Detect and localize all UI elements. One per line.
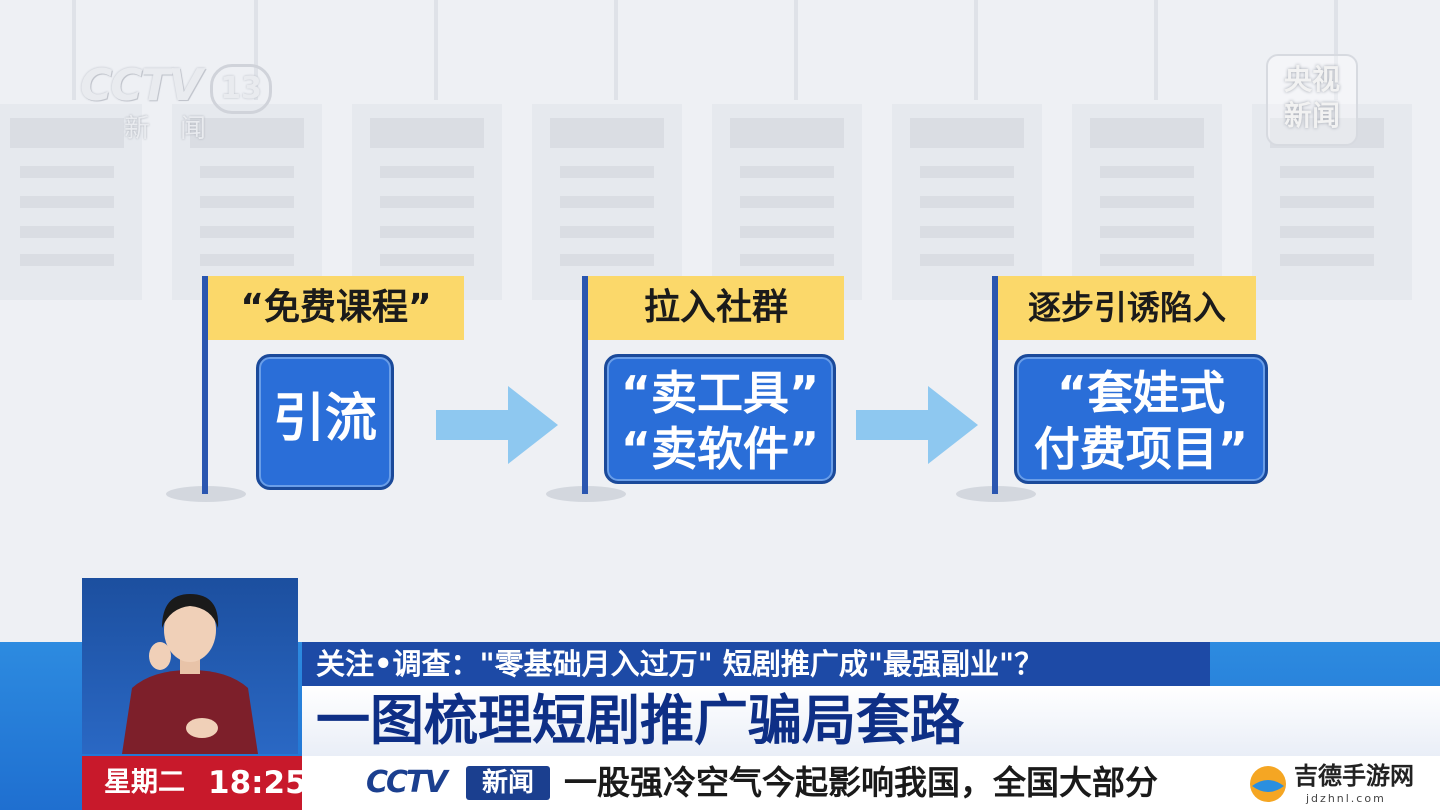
watermark-name: 吉德手游网 [1294,762,1414,790]
flag-pole [992,276,998,494]
step-3-box-line: “套娃式 [1056,366,1226,420]
background-document [1252,104,1412,300]
step-1-box: 引流 [256,354,394,490]
right-arrow-icon [436,386,558,464]
cctv13-channel-logo: CCTV 13 新闻 [80,60,272,144]
step-2-box: “卖工具” “卖软件” [604,354,836,484]
background-document [172,104,322,300]
corner-logo-line1: 央视 [1283,63,1340,96]
background-document [532,104,682,300]
corner-logo-line2: 新闻 [1283,99,1340,132]
background-document [712,104,862,300]
cctv-news-corner-logo: 央视 新闻 [1266,54,1358,146]
flag-pole [202,276,208,494]
watermark-url: jdzhnl.com [1306,792,1386,805]
background-document [892,104,1042,300]
hanging-wire [974,0,978,100]
step-2-box-line: “卖软件” [620,422,820,476]
ticker-text: 一股强冷空气今起影响我国，全国大部分 [564,763,1158,802]
right-arrow-icon [856,386,978,464]
hanging-wire [1154,0,1158,100]
hanging-wire [794,0,798,100]
weekday: 星期二 [104,767,185,798]
background-document [0,104,142,300]
cctv-logo-text: CCTV [80,60,203,111]
clock-time: 18:25 [208,765,307,801]
channel-number: 13 [210,64,272,114]
step-3-box: “套娃式 付费项目” [1014,354,1268,484]
flag-base [166,486,246,502]
step-1-banner: “免费课程” [208,276,464,340]
hanging-wire [254,0,258,100]
headline: 一图梳理短剧推广骗局套路 [302,686,1440,756]
hanging-wire [434,0,438,100]
step-1-box-line: 引流 [272,389,377,449]
step-2-banner: 拉入社群 [588,276,844,340]
topic-bar: 关注•调查："零基础月入过万" 短剧推广成"最强副业"？ [302,642,1210,686]
background-document [352,104,502,300]
flag-base [546,486,626,502]
step-3-banner: 逐步引诱陷入 [998,276,1256,340]
step-2-box-line: “卖工具” [620,366,820,420]
background-document [1072,104,1222,300]
site-watermark: 吉德手游网 jdzhnl.com [1240,758,1440,810]
sign-language-interpreter-video [82,578,298,754]
hanging-wire [1334,0,1338,100]
ticker-logo-brand: CCTV [366,765,448,800]
flag-base [956,486,1036,502]
hanging-wire [72,0,76,100]
flag-pole [582,276,588,494]
interpreter-figure [122,594,258,754]
date-time-bar: 星期二 18:25 [82,756,307,810]
watermark-logo-icon [1250,766,1286,802]
ticker-logo-label: 新闻 [466,766,550,800]
cctv-news-ticker-logo: CCTV 新闻 [366,764,556,802]
step-3-box-line: 付费项目” [1033,422,1249,476]
channel-subtitle: 新闻 [124,114,237,144]
hanging-wire [614,0,618,100]
